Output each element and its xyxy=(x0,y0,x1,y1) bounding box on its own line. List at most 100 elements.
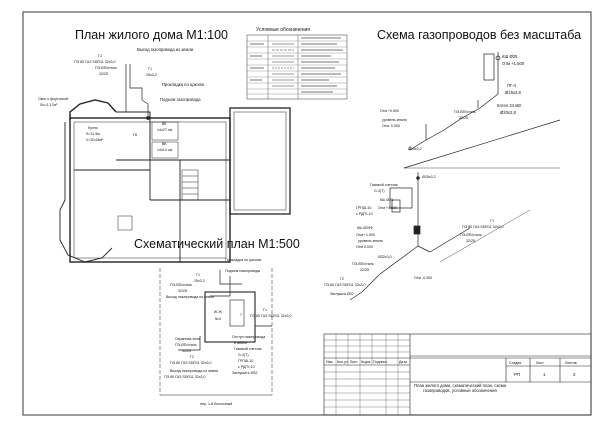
scheme-meter: Газовый счетчик xyxy=(370,183,398,187)
scheme-mark-minus: Отм -0.900 xyxy=(414,276,432,280)
sch-house: Ж.Ж. xyxy=(214,310,223,314)
scheme-mark-1500: Отм +1.500 xyxy=(502,61,525,66)
scheme-g1b: Г1 xyxy=(490,219,494,223)
stamp-col-ndok: №док xyxy=(361,360,371,364)
scheme-ground: уровень земли xyxy=(382,118,407,122)
scheme-steel4: ПЭ-ВП/сталь xyxy=(460,233,482,237)
plan-vk2-size: 14х14 см xyxy=(157,148,173,152)
plan-vk1-size: 14х27 см xyxy=(157,128,173,132)
plan-gas-outlet-label: Выход газопровода из земли xyxy=(137,47,194,52)
plan-window-label: Окно с форточкой xyxy=(38,97,68,101)
scheme-len: 32/25 xyxy=(459,116,468,120)
sch-outlet: Выход газопровода из земли xyxy=(166,295,214,299)
scheme-len3: 32/25 xyxy=(360,268,369,272)
stamp-col-list: Лист xyxy=(350,360,358,364)
stamp-description: План жилого дома, схематический план, сх… xyxy=(414,383,506,394)
sch-num7: 7 xyxy=(240,313,242,317)
plan-pe-steel-len: 32/25 xyxy=(99,72,108,76)
plan-g1-label: Г1 xyxy=(98,54,102,58)
plan-vk1-label: ВК xyxy=(162,122,167,126)
plan-window-area: Sо=1,17м² xyxy=(40,103,58,107)
sch-g1-right: Г1 xyxy=(263,308,267,312)
sch-zero: Заглушить Ø32 xyxy=(232,371,258,375)
sch-pipe-pe2: ПЭ 80 ГАЗ SDR11 32х3,0 xyxy=(170,361,212,365)
scheme-steel: ПЭ-ВП/сталь xyxy=(454,110,476,114)
scheme-ground2: уровень земли xyxy=(358,239,383,243)
plan-pe-pipe-label: ПЭ 80 ГАЗ SDR11 32х3,0 xyxy=(74,60,116,64)
sch-rdgk: с РДГК-10 xyxy=(238,365,255,369)
sch-pe-steel2: ПЭ-ВП/сталь xyxy=(175,343,197,347)
house-plan-title: План жилого дома М1:100 xyxy=(75,28,228,42)
sch-g1: Г1 xyxy=(196,273,200,277)
stamp-sheet-label: Лист xyxy=(536,361,544,365)
sch-outlet2: Выход газопровода из земли xyxy=(170,369,218,373)
scheme-mark-0000: Отм. 0.000 xyxy=(382,124,400,128)
scheme-mark-1500b: Отм +1.500 xyxy=(356,233,375,237)
scheme-meter-model: G-4(Т) xyxy=(374,189,385,193)
scheme-len4: 32/25 xyxy=(466,239,475,243)
sch-ground: в земле xyxy=(234,341,247,345)
stamp-col-koluch: Кол.уч xyxy=(337,360,348,364)
legend-title: Условные обозначения xyxy=(256,27,310,33)
scheme-boiler: Котел 24 кВт xyxy=(497,103,522,108)
scheme-steel3: ПЭ-ВП/сталь xyxy=(352,262,374,266)
plan-g1-label-2: Г1 xyxy=(148,67,152,71)
scheme-d32: Ø32х3,0 xyxy=(378,255,392,259)
scheme-valve25b: КШ Ø25 xyxy=(380,198,393,202)
sch-street: пер. 1-й Бесхозный xyxy=(200,402,232,406)
sch-meter-model: G-4(Т) xyxy=(238,353,249,357)
stamp-col-podpis: Подпись xyxy=(373,360,387,364)
scheme-pg4: ПГ-4 xyxy=(507,83,517,88)
title-block-text: Изм Кол.уч Лист №док Подпись Дата Стадия… xyxy=(326,360,577,394)
plan-kitchen-volume: V=30,64м³ xyxy=(86,138,104,142)
legend-table: Условные обозначения xyxy=(246,27,348,100)
scheme-grpsh: ГРПШ-10 xyxy=(356,206,371,210)
plan-rise-label: Подъем газопровода xyxy=(160,97,201,102)
scheme-mark-1600: Отм +1.600 xyxy=(378,206,397,210)
house-plan xyxy=(59,99,291,263)
title-block xyxy=(323,333,592,416)
schematic-labels: Прокладка по цоколю Подъем газопровода Г… xyxy=(164,258,292,406)
sch-protect: Охранная зона xyxy=(175,337,200,341)
stamp-col-data: Дата xyxy=(399,360,407,364)
sch-house-no: №4 xyxy=(215,317,221,321)
stamp-sheets: 2 xyxy=(573,372,576,377)
plan-kitchen-area: S=11,9м xyxy=(86,132,100,136)
gas-scheme-labels: КШ Ø25 Отм +1.500 ПГ-4 Ø15х2,8 Котел 24 … xyxy=(324,54,525,296)
scheme-d20: Ø20х2,8 xyxy=(500,110,517,115)
sch-g2: Г2 xyxy=(190,355,194,359)
plan-vk2-label: ВК xyxy=(162,142,167,146)
sch-len2: 32/25 xyxy=(182,349,191,353)
scheme-valve25: КШ Ø25 xyxy=(502,54,518,59)
scheme-plug: Заглушка Ø32 xyxy=(330,292,354,296)
plan-gk-label: ГК xyxy=(133,133,138,137)
gas-scheme-title: Схема газопроводов без масштаба xyxy=(377,28,581,42)
plan-pipe-25: 25х3,2 xyxy=(146,73,157,77)
stamp-stage: РП xyxy=(514,372,520,377)
scheme-mark-0000b: Отм 0.000 xyxy=(356,245,373,249)
sheet-frame xyxy=(22,11,592,416)
stamp-stage-label: Стадия xyxy=(509,361,521,365)
stamp-description-box: План жилого дома, схематический план, сх… xyxy=(414,383,506,394)
stamp-sheet: 1 xyxy=(543,372,546,377)
sch-basement: Прокладка по цоколю xyxy=(225,258,262,262)
sch-dist: Отступ газопровода xyxy=(232,335,265,339)
plan-basement-label: Прокладка по цоколю xyxy=(162,82,204,87)
sch-pipe: 25х3,2 xyxy=(194,279,205,283)
scheme-rdgk: с РДГК-10 xyxy=(356,212,373,216)
scheme-valve25c: КШ Ø25Ф xyxy=(357,226,373,230)
plan-kitchen-label: Кухня xyxy=(88,126,98,130)
scheme-pipe-pe2: ПЭ 80 ГАЗ SDR11 32х3,0 xyxy=(324,283,366,287)
gas-scheme xyxy=(349,52,561,301)
sch-rise: Подъем газопровода xyxy=(225,269,260,273)
sch-steel: ПЭ-ВП/сталь xyxy=(170,283,192,287)
sch-grpsh: ГРПШ-10 xyxy=(238,359,253,363)
sch-steel-len: 32/25 xyxy=(178,289,187,293)
scheme-d15: Ø15х2,8 xyxy=(505,90,522,95)
scheme-d25-32: Ø25х3,2 xyxy=(408,147,422,151)
plan-pe-steel-label: ПЭ-ВП/сталь xyxy=(95,66,117,70)
sch-pipe-pe3: ПЭ 80 ГАЗ SDR11 32х3,0 xyxy=(164,375,206,379)
